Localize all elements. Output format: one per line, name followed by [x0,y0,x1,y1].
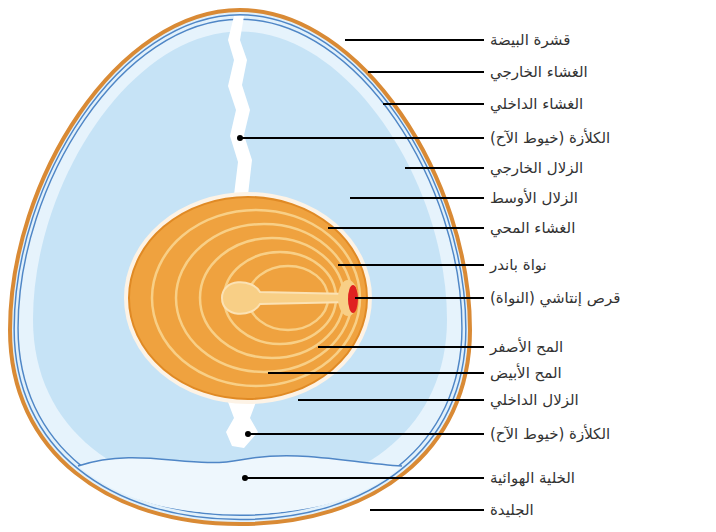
part-label: قرص إنتاشي (النواة) [490,289,620,307]
part-label: قشرة البيضة [490,31,570,49]
upper-chalaza [228,16,252,195]
part-label: الخلية الهوائية [490,469,575,487]
air-cell-membrane [78,456,402,466]
part-label: الزلال الأوسط [490,189,578,207]
part-label: المح الأصفر [490,338,563,356]
part-label: المح الأبيض [490,364,562,382]
outer-membrane [14,15,466,520]
egg-shell [10,10,470,524]
part-label: الزلال الخارجي [490,159,583,177]
leader-lines [240,40,484,510]
part-label: الغشاء المحي [490,219,575,237]
latebra [222,282,350,314]
lower-chalaza [226,402,258,448]
part-label: الغشاء الداخلي [490,95,583,113]
air-cell [78,456,402,514]
part-label: نواة باندر [490,256,547,274]
yolk-layers [152,210,360,386]
part-label: الجليدة [490,501,534,519]
leader-dots [237,135,251,481]
part-label: الغشاء الخارجي [490,63,588,81]
part-label: الزلال الداخلي [490,391,579,409]
part-label: الكلأزة (خيوط الآح) [490,425,610,443]
part-label: الكلأزة (خيوط الآح) [490,129,610,147]
